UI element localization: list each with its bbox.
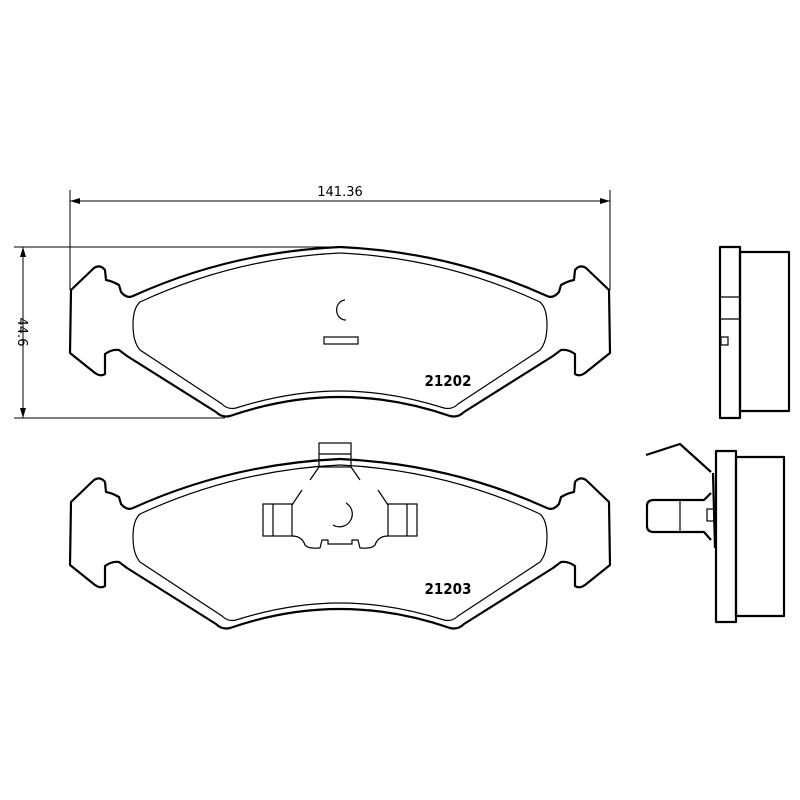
brake-pad-21203-front-view: 21203	[70, 442, 610, 629]
height-value: 44.6	[14, 318, 29, 347]
wear-indicator-clip	[262, 442, 418, 549]
part-number-21202: 21202	[425, 372, 472, 390]
brake-pad-21202-side-view	[718, 245, 791, 420]
width-dimension: 141.36	[69, 185, 611, 290]
brake-pad-21203-side-view	[645, 442, 786, 624]
part-number-21203: 21203	[425, 580, 472, 598]
brake-pad-21202-front-view: 21202	[70, 247, 610, 417]
height-dimension: 44.6	[14, 246, 345, 419]
hole-icon	[336, 299, 347, 321]
slot	[323, 336, 359, 345]
width-value: 141.36	[317, 185, 363, 200]
